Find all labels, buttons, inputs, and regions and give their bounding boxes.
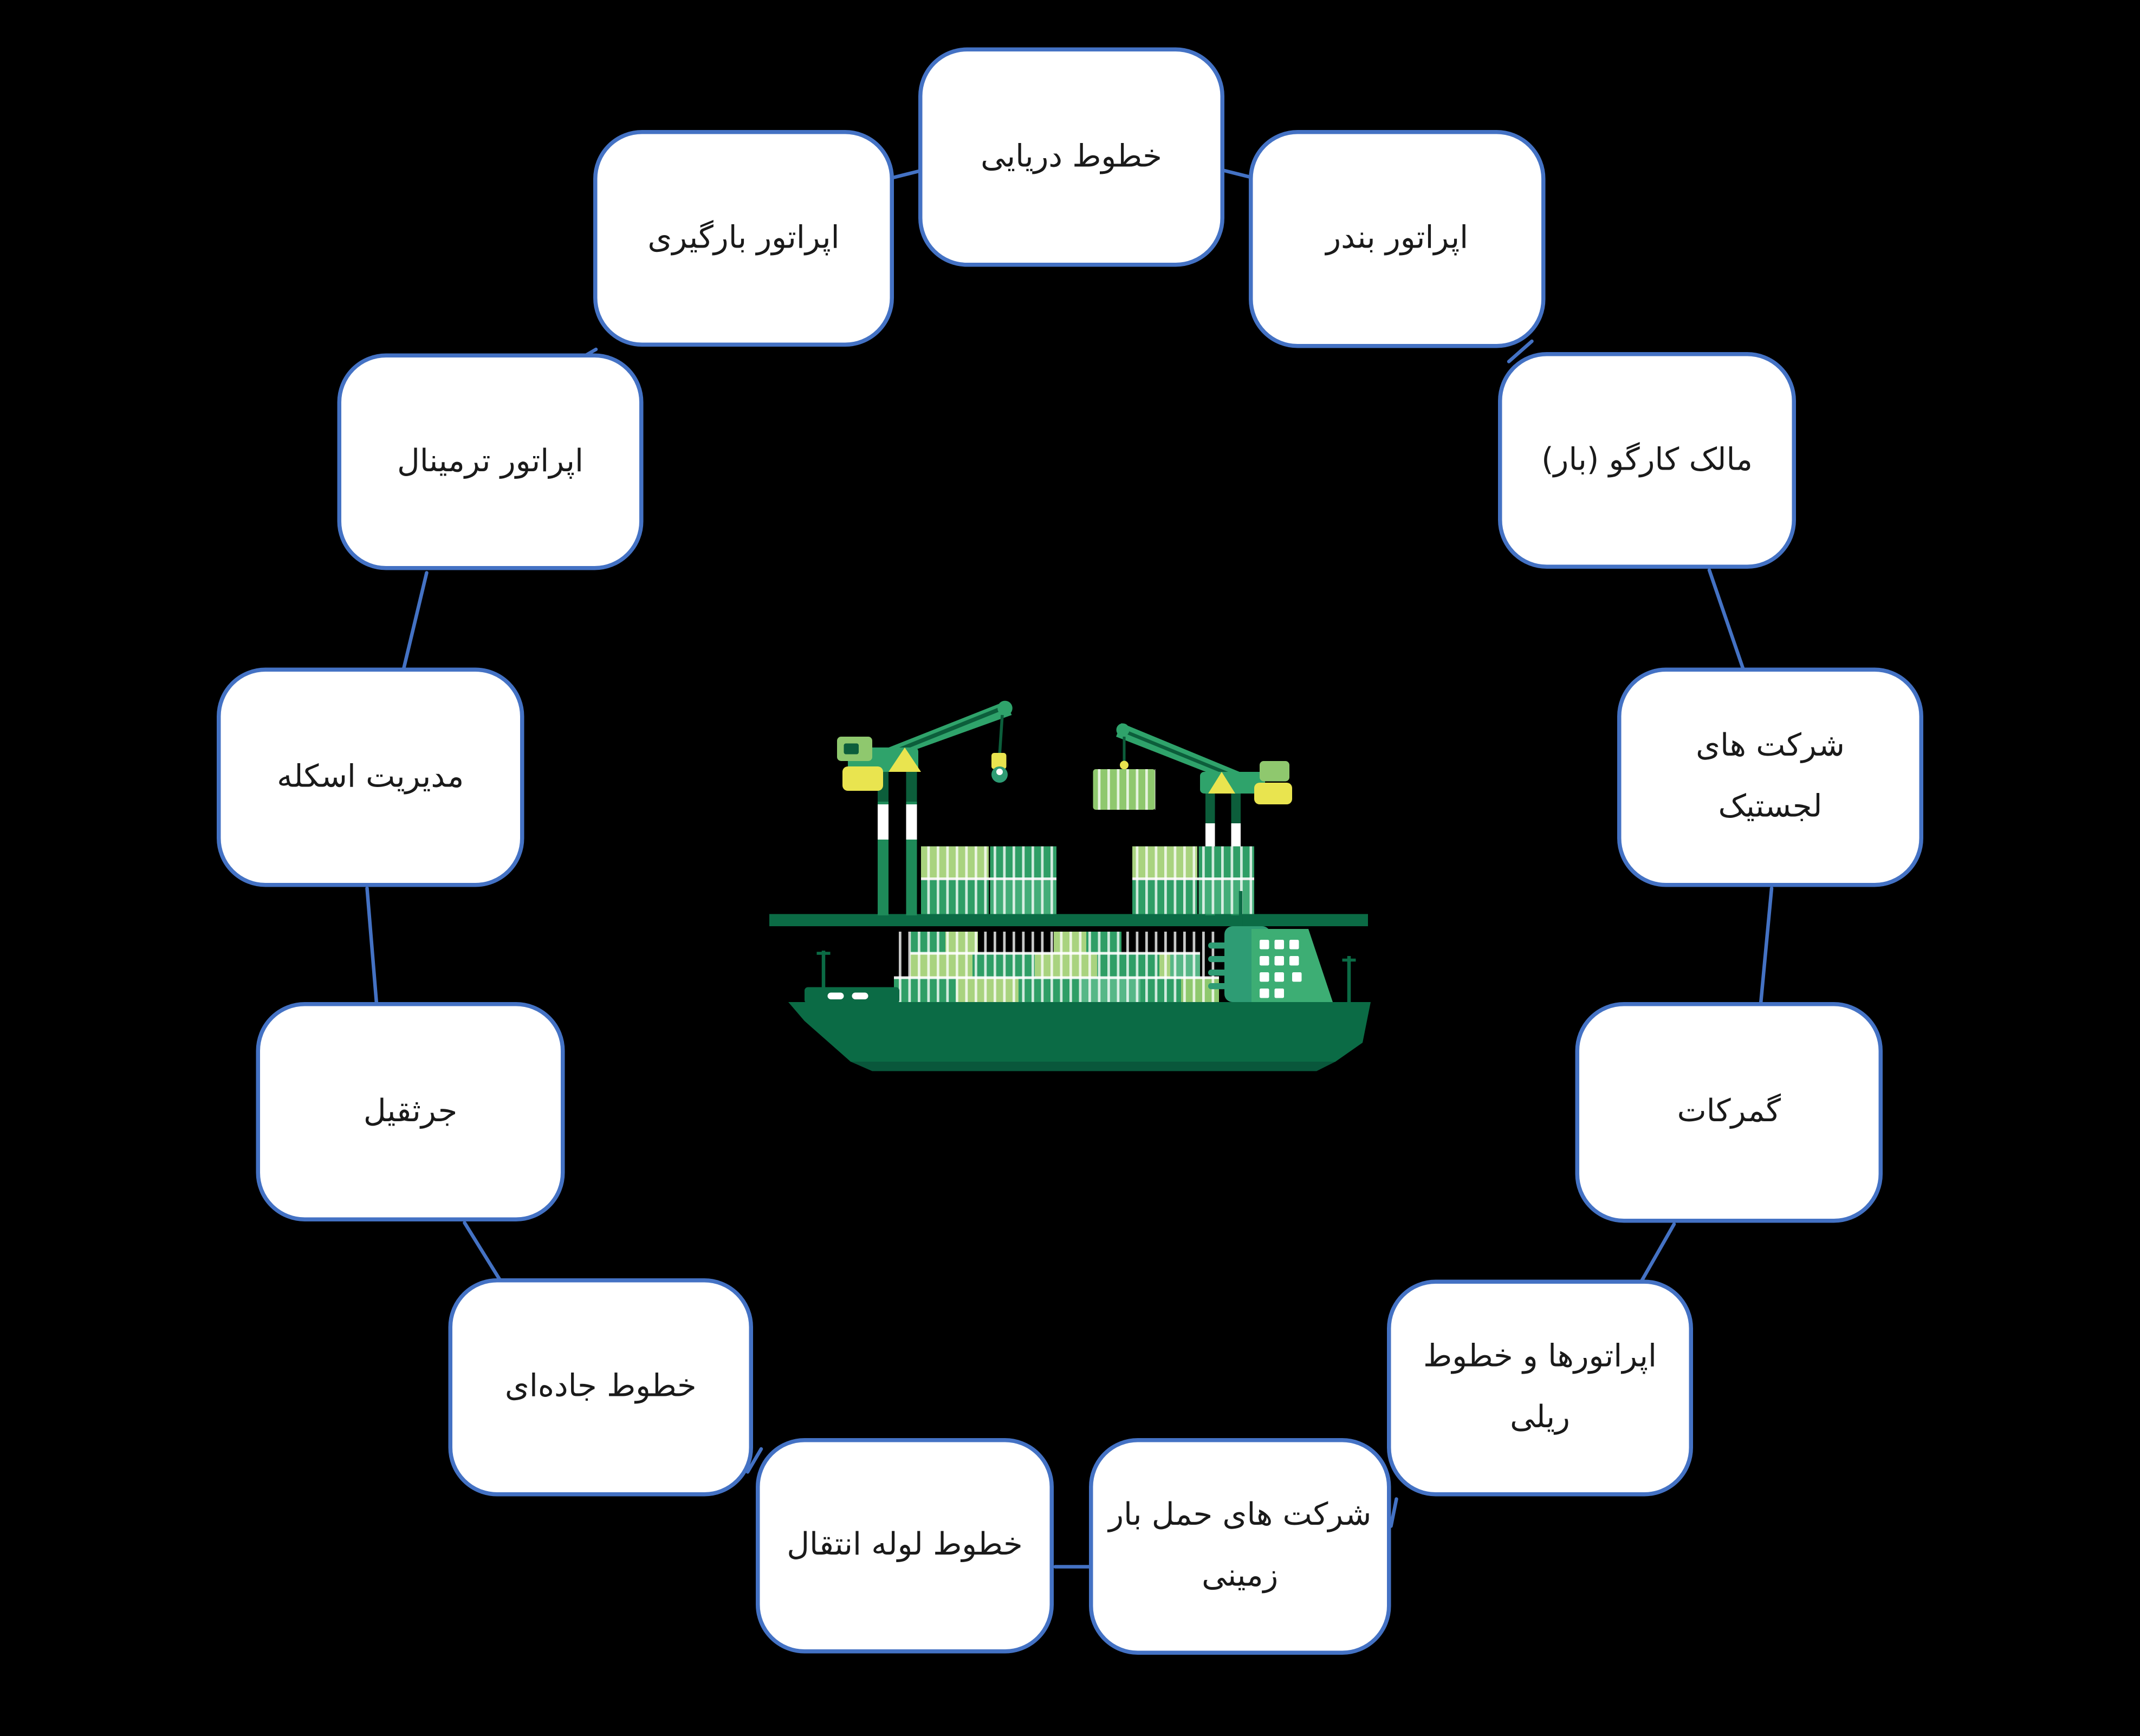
ship-bridge-icon [1208, 891, 1333, 1002]
node-crane: جرثقیل [256, 1002, 565, 1221]
container-stack-left-icon [921, 846, 1056, 914]
connector [892, 168, 923, 179]
node-label: جرثقیل [363, 1093, 458, 1129]
node-label: خطوط دریایی [981, 139, 1162, 174]
node-dock-management: مدیریت اسکله [217, 667, 524, 887]
node-loading-operator: اپراتور بارگیری [593, 130, 894, 347]
node-label: خطوط لوله انتقال [787, 1527, 1023, 1563]
node-sea-lines: خطوط دریایی [918, 47, 1224, 267]
node-port-operator: اپراتور بندر [1249, 130, 1546, 348]
container-stack-right-icon [1132, 846, 1254, 914]
node-cargo-owner: مالک کارگو (بار) [1498, 352, 1796, 569]
harbor-crane-right-icon [1093, 723, 1292, 915]
node-label: اپراتورها و خطوط ریلی [1423, 1339, 1657, 1435]
connector [463, 1221, 502, 1282]
quay-deck-icon [769, 914, 1368, 926]
node-label: مدیریت اسکله [277, 759, 464, 795]
node-road-lines: خطوط جاده‌ای [448, 1278, 753, 1497]
node-label: خطوط جاده‌ای [504, 1369, 697, 1405]
connector [1222, 168, 1254, 179]
node-label: شرکت های لجستیک [1696, 729, 1845, 825]
node-label: گمرکات [1677, 1094, 1781, 1130]
node-label: اپراتور ترمینال [397, 443, 583, 479]
node-label: اپراتور بندر [1326, 220, 1469, 256]
node-transfer-pipelines: خطوط لوله انتقال [756, 1438, 1054, 1654]
port-ship-illustration [769, 688, 1398, 1081]
node-label: اپراتور بارگیری [647, 220, 840, 256]
connector [1759, 886, 1774, 1005]
harbor-crane-left-icon [837, 700, 1013, 915]
node-label: مالک کارگو (بار) [1541, 442, 1753, 478]
container-ship-icon [788, 891, 1371, 1071]
connector [365, 886, 379, 1005]
node-terminal-operator: اپراتور ترمینال [337, 353, 644, 570]
connector [1707, 568, 1745, 671]
connector [401, 571, 429, 671]
connector [1639, 1222, 1676, 1283]
node-logistics-companies: شرکت های لجستیک [1617, 667, 1923, 887]
node-label: شرکت های حمل بار زمینی [1108, 1498, 1372, 1594]
hanging-container-icon [1093, 769, 1156, 810]
node-ground-freight-companies: شرکت های حمل بار زمینی [1089, 1438, 1391, 1655]
port-ship-icon [769, 700, 1371, 1071]
connector [1389, 1497, 1398, 1528]
node-rail-operators-and-lines: اپراتورها و خطوط ریلی [1387, 1279, 1693, 1497]
node-customs: گمرکات [1575, 1002, 1883, 1223]
